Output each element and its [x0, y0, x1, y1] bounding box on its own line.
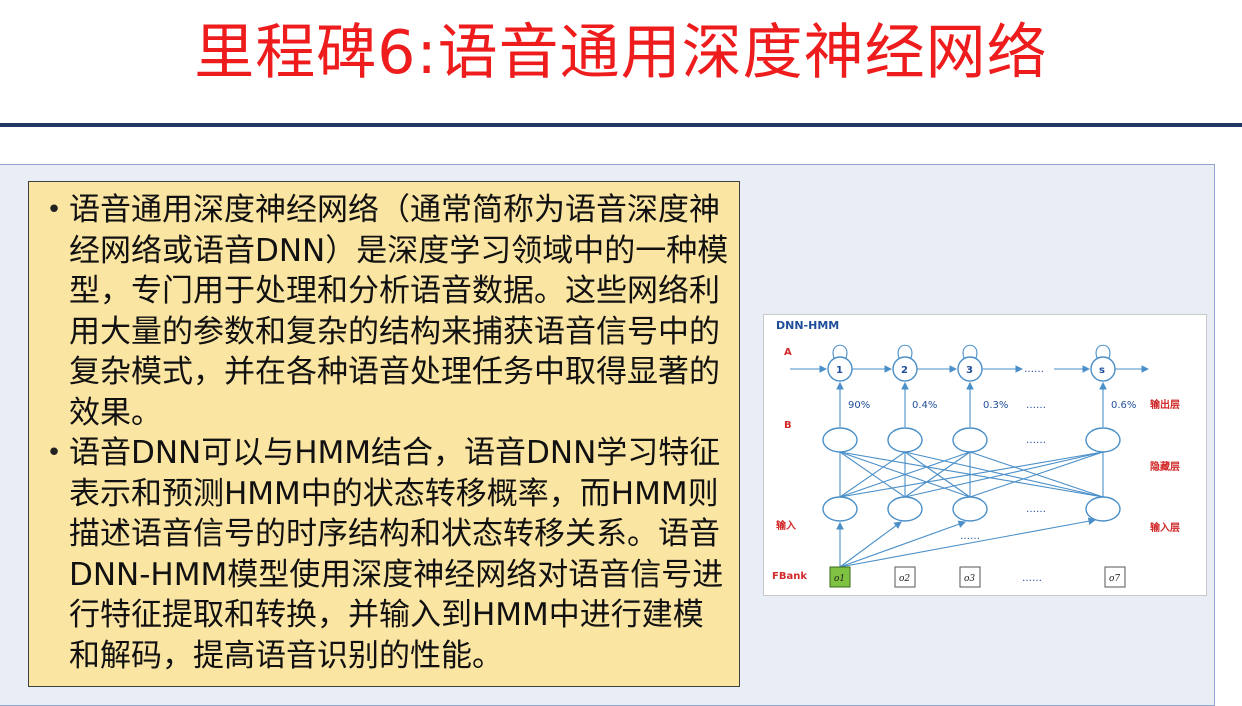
slide-title: 里程碑6:语音通用深度神经网络	[194, 18, 1048, 88]
dnn-hmm-diagram: DNN-HMM A B 输入 FBank 1 2 3 s …… 90% 0.4%	[763, 314, 1207, 596]
bullet-text-2: 语音DNN可以与HMM结合，语音DNN学习特征表示和预测HMM中的状态转移概率，…	[69, 435, 724, 674]
prob-3: 0.3%	[983, 400, 1008, 411]
bullet-dot: •	[46, 195, 62, 225]
bullet-dot: •	[46, 438, 62, 468]
frame-box-2	[894, 566, 916, 588]
frame-input-arrows	[836, 517, 1097, 568]
input-node-3	[952, 496, 988, 522]
prob-s: 0.6%	[1111, 400, 1136, 411]
state-label-3: 3	[966, 365, 973, 376]
frame-box-7	[1104, 566, 1126, 588]
label-a: A	[784, 347, 792, 358]
bullet-list: • 语音通用深度神经网络（通常简称为语音深度神经网络或语音DNN）是深度学习领域…	[43, 190, 729, 676]
title-divider	[0, 123, 1242, 127]
hidden-ellipsis: ……	[1026, 435, 1046, 446]
self-loop-s	[1095, 344, 1111, 359]
input-node-2	[887, 496, 923, 522]
label-b: B	[784, 420, 792, 431]
bullet-item-2: • 语音DNN可以与HMM结合，语音DNN学习特征表示和预测HMM中的状态转移概…	[43, 433, 729, 676]
state-ellipsis: ……	[1024, 364, 1044, 375]
frame-label-1: o1	[834, 574, 845, 584]
input-node-1	[822, 496, 858, 522]
hidden-node-4	[1085, 427, 1121, 453]
state-label-s: s	[1099, 365, 1105, 376]
layer-output-label: 输出层	[1150, 398, 1180, 411]
diagram-title: DNN-HMM	[776, 319, 839, 332]
layer-hidden-label: 隐藏层	[1150, 460, 1180, 473]
frame-ellipsis: ……	[1022, 573, 1042, 584]
state-label-1: 1	[836, 365, 843, 376]
self-loop-1	[832, 344, 848, 359]
frame-label-7: o7	[1109, 574, 1120, 584]
hidden-node-1	[822, 427, 858, 453]
label-fbank: FBank	[772, 571, 807, 582]
frame-label-3: o3	[964, 574, 975, 584]
frame-box-3	[959, 566, 981, 588]
bullet-item-1: • 语音通用深度神经网络（通常简称为语音深度神经网络或语音DNN）是深度学习领域…	[43, 190, 729, 433]
dnn-hmm-svg: DNN-HMM A B 输入 FBank 1 2 3 s …… 90% 0.4%	[772, 319, 1180, 588]
self-loop-3	[962, 344, 978, 359]
self-loop-2	[897, 344, 913, 359]
state-label-2: 2	[901, 365, 908, 376]
layer-input-label: 输入层	[1150, 521, 1180, 534]
frame-box-1	[829, 566, 851, 588]
frame-label-2: o2	[899, 574, 910, 584]
bullet-text-box: • 语音通用深度神经网络（通常简称为语音深度神经网络或语音DNN）是深度学习领域…	[28, 181, 740, 687]
mid-ellipsis: ……	[960, 531, 980, 542]
connection-lines	[839, 451, 1104, 498]
input-ellipsis: ……	[1026, 504, 1046, 515]
prob-ellipsis: ……	[1026, 400, 1046, 411]
hidden-node-2	[887, 427, 923, 453]
hidden-node-3	[952, 427, 988, 453]
bullet-text-1: 语音通用深度神经网络（通常简称为语音深度神经网络或语音DNN）是深度学习领域中的…	[69, 192, 729, 431]
input-node-4	[1085, 496, 1121, 522]
prob-2: 0.4%	[912, 400, 937, 411]
label-input: 输入	[776, 519, 796, 532]
prob-1: 90%	[848, 400, 870, 411]
